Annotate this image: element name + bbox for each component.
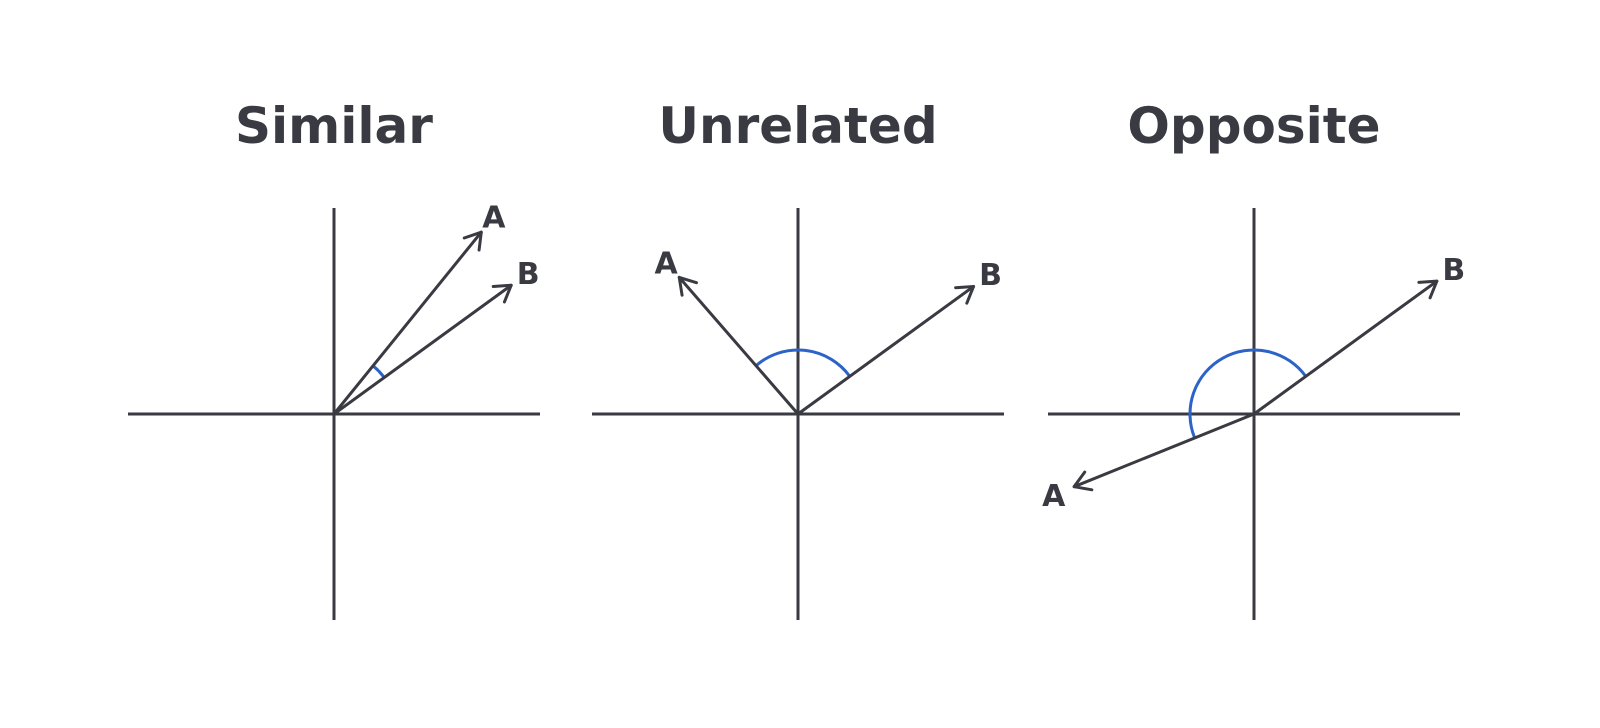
- vector-line: [1072, 412, 1256, 489]
- vector-line: [677, 275, 800, 416]
- vector-label: B: [517, 257, 540, 292]
- angle-arc: [372, 364, 386, 379]
- vector-line: [332, 230, 483, 416]
- vector-b: B: [1252, 253, 1465, 416]
- arrow-head-icon: [462, 230, 483, 252]
- panel-title: Unrelated: [658, 97, 937, 155]
- panel-title: Similar: [235, 97, 433, 155]
- vector-line: [796, 284, 976, 416]
- arrow-head-icon: [677, 275, 698, 297]
- angle-arc: [755, 348, 851, 378]
- vector-a: A: [1042, 412, 1256, 514]
- arrow-head-icon: [491, 283, 513, 304]
- vector-label: A: [1042, 479, 1066, 514]
- vector-b: B: [332, 257, 540, 416]
- vector-label: A: [482, 201, 506, 236]
- vector-line: [1252, 279, 1439, 416]
- vector-label: B: [979, 258, 1002, 293]
- vector-a: A: [655, 246, 800, 416]
- arrow-head-icon: [954, 284, 976, 305]
- angle-arc: [1188, 348, 1307, 439]
- panel-title: Opposite: [1127, 97, 1380, 155]
- arrow-head-icon: [1072, 470, 1094, 492]
- vector-label: A: [655, 246, 679, 281]
- vector-label: B: [1442, 253, 1465, 288]
- arrow-head-icon: [1417, 279, 1439, 300]
- vector-line: [332, 283, 513, 416]
- vector-b: B: [796, 258, 1002, 416]
- vector-a: A: [332, 201, 506, 416]
